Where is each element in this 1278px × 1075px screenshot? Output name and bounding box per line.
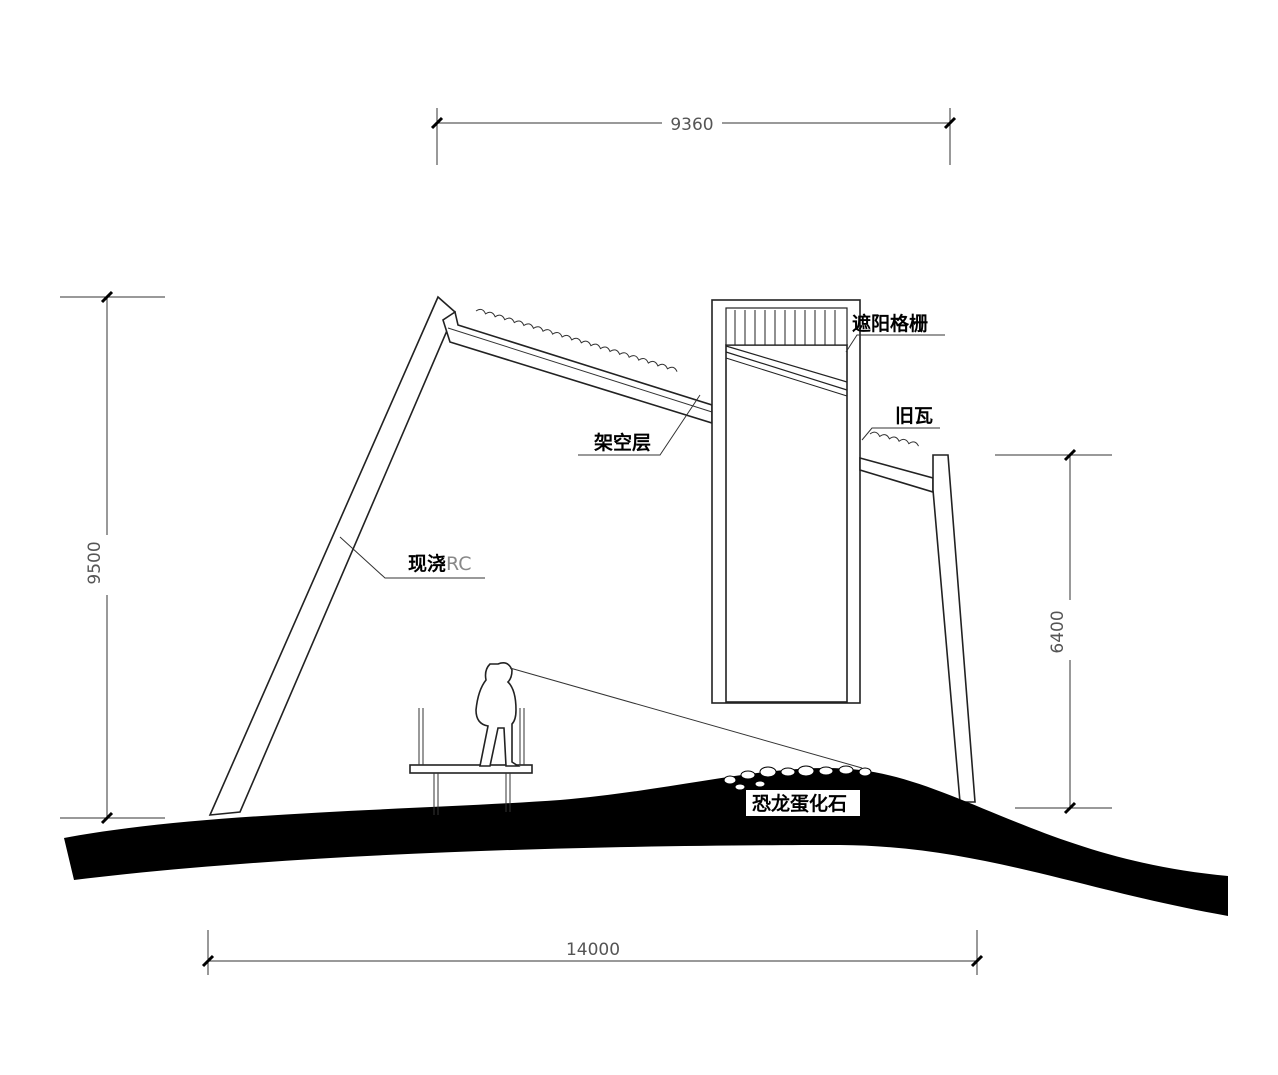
sight-line: [509, 667, 863, 769]
label-cast-in-place: 现浇RC: [408, 552, 472, 575]
dimension-right-value: 6400: [1048, 610, 1068, 653]
dimension-left: 9500: [60, 290, 165, 825]
label-cast-in-place-prefix: 现浇: [408, 552, 446, 575]
viewing-platform: [409, 708, 533, 815]
dimension-top-value: 9360: [670, 115, 713, 135]
dimension-top: 9360: [430, 108, 957, 165]
roof-tiles-right: [869, 431, 919, 447]
dimension-bottom: 14000: [201, 930, 984, 975]
central-tower: [711, 299, 861, 704]
roof-tiles-left: [475, 308, 678, 372]
fossil-eggs: [723, 765, 872, 791]
ground: [64, 767, 1228, 916]
fossil-label-group: 恐龙蛋化石: [746, 790, 860, 816]
person-figure: [475, 662, 521, 767]
leader-lines: [339, 334, 945, 579]
left-wall-and-roof: [208, 295, 713, 816]
label-cast-in-place-suffix: RC: [446, 553, 472, 575]
label-overhead-layer: 架空层: [593, 431, 651, 454]
dimension-right: 6400: [995, 448, 1112, 815]
label-dinosaur-egg-fossil: 恐龙蛋化石: [752, 792, 847, 815]
dimension-left-value: 9500: [85, 541, 105, 584]
label-old-tiles: 旧瓦: [895, 405, 933, 427]
label-sunshade-grille: 遮阳格栅: [852, 312, 928, 335]
right-wall-and-roof: [859, 454, 976, 803]
dimension-bottom-value: 14000: [566, 940, 620, 960]
